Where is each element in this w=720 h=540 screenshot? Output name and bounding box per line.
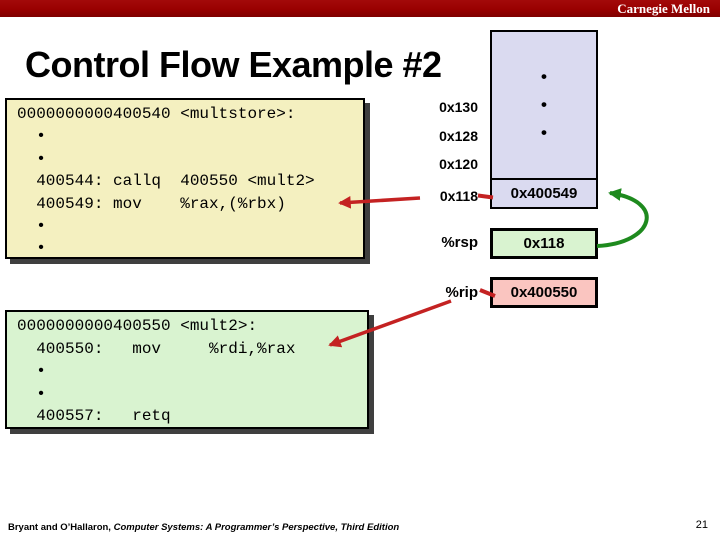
register-value-rip: 0x400550 [490, 277, 598, 308]
code-line: • [17, 217, 46, 236]
code-line: 400544: callq 400550 <mult2> [17, 172, 315, 191]
code-line: 400549: mov %rax,(%rbx) [17, 194, 286, 213]
register-value-rsp: 0x118 [490, 228, 598, 259]
register-label-rip: %rip [445, 284, 478, 301]
code-line: 0000000000400550 <mult2>: [17, 317, 258, 335]
code-line: 0000000000400540 <multstore>: [17, 105, 296, 123]
footer-citation: Bryant and O’Hallaron, Computer Systems:… [8, 522, 399, 533]
address-label: 0x120 [439, 156, 478, 172]
code-line: • [17, 149, 46, 168]
green-arrow-rsp-to-stack [596, 188, 649, 248]
brand-text: Carnegie Mellon [617, 1, 710, 16]
code-box-multstore: 0000000000400540 <multstore>: • • 400544… [5, 98, 365, 259]
code-line: • [17, 362, 46, 381]
code-line: 400550: mov %rdi,%rax [17, 339, 296, 358]
address-label: 0x130 [439, 99, 478, 115]
stack-box: • • • 0x400549 [490, 30, 598, 209]
page-title: Control Flow Example #2 [25, 44, 442, 85]
stack-dot: • [541, 123, 547, 142]
address-label: 0x118 [439, 188, 478, 204]
footer-book-title: Computer Systems: A Programmer’s Perspec… [113, 522, 400, 533]
page-number: 21 [695, 519, 708, 531]
address-label: 0x128 [439, 128, 478, 144]
code-line: • [17, 384, 46, 403]
header-bar: Carnegie Mellon [0, 0, 720, 17]
code-line: • [17, 239, 46, 258]
stack-dot: • [541, 67, 547, 86]
register-label-rsp: %rsp [441, 234, 478, 251]
stack-dot: • [541, 95, 547, 114]
code-line: 400557: retq [17, 407, 171, 426]
code-line: • [17, 127, 46, 146]
code-box-mult2: 0000000000400550 <mult2>: 400550: mov %r… [5, 310, 369, 429]
footer-authors: Bryant and O’Hallaron, [8, 522, 114, 533]
return-address-cell: 0x400549 [492, 178, 596, 207]
